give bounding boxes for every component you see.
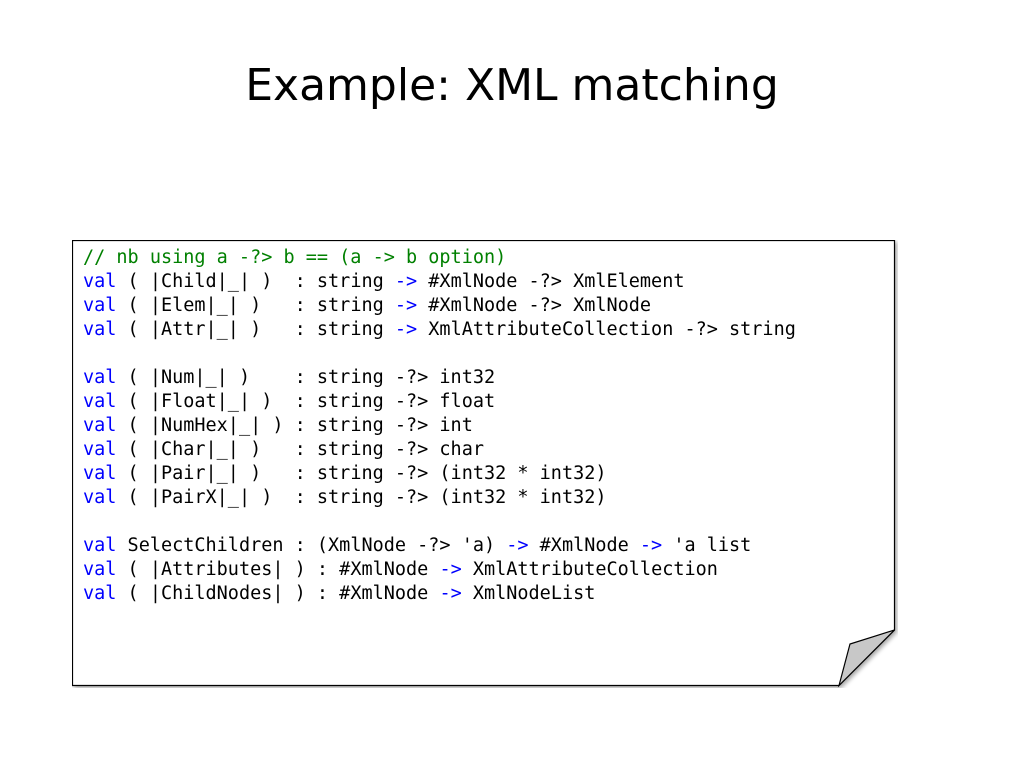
blank-line [83,510,796,534]
code-block: // nb using a -?> b == (a -> b option)va… [83,246,796,606]
code-line: val ( |NumHex|_| ) : string -?> int [83,414,796,438]
code-text: XmlAttributeCollection -?> string [417,319,796,340]
arrow: -> [439,583,462,604]
keyword: val [83,367,117,388]
code-line: val SelectChildren : (XmlNode -?> 'a) ->… [83,534,796,558]
code-text: XmlNodeList [461,583,596,604]
code-text: ( |PairX|_| ) : string -?> (int32 * int3… [116,487,607,508]
code-text: ( |NumHex|_| ) : string -?> int [116,415,473,436]
code-line: val ( |Child|_| ) : string -> #XmlNode -… [83,270,796,294]
code-line: val ( |Char|_| ) : string -?> char [83,438,796,462]
code-line: val ( |Attributes| ) : #XmlNode -> XmlAt… [83,558,796,582]
keyword: val [83,391,117,412]
code-text: XmlAttributeCollection [461,559,718,580]
code-text: ( |Attr|_| ) : string [116,319,395,340]
code-text: ( |Pair|_| ) : string -?> (int32 * int32… [116,463,607,484]
arrow: -> [506,535,529,556]
keyword: val [83,319,117,340]
code-text: ( |Num|_| ) : string -?> int32 [116,367,496,388]
code-text: #XmlNode [528,535,640,556]
code-text: SelectChildren : (XmlNode -?> 'a) [116,535,507,556]
code-note: // nb using a -?> b == (a -> b option)va… [72,240,898,688]
keyword: val [83,295,117,316]
arrow: -> [394,319,418,340]
code-text: ( |Child|_| ) : string [116,271,395,292]
blank-line [83,342,796,366]
code-text: ( |ChildNodes| ) : #XmlNode [116,583,440,604]
keyword: val [83,271,117,292]
keyword: val [83,463,117,484]
code-comment: // nb using a -?> b == (a -> b option) [83,247,507,268]
code-line: val ( |ChildNodes| ) : #XmlNode -> XmlNo… [83,582,796,606]
note-frame [72,240,896,688]
arrow: -> [439,559,462,580]
code-text: 'a list [662,535,752,556]
arrow: -> [394,295,418,316]
keyword: val [83,415,117,436]
code-text: ( |Attributes| ) : #XmlNode [116,559,440,580]
code-text: #XmlNode -?> XmlElement [417,271,685,292]
code-line: val ( |Num|_| ) : string -?> int32 [83,366,796,390]
keyword: val [83,535,117,556]
slide-title: Example: XML matching [245,60,779,111]
code-line: val ( |Float|_| ) : string -?> float [83,390,796,414]
code-line: val ( |Elem|_| ) : string -> #XmlNode -?… [83,294,796,318]
keyword: val [83,559,117,580]
code-text: ( |Float|_| ) : string -?> float [116,391,496,412]
arrow: -> [394,271,418,292]
keyword: val [83,439,117,460]
keyword: val [83,487,117,508]
code-text: ( |Elem|_| ) : string [116,295,395,316]
code-line: val ( |Pair|_| ) : string -?> (int32 * i… [83,462,796,486]
code-line: val ( |Attr|_| ) : string -> XmlAttribut… [83,318,796,342]
note-fold [837,629,895,688]
keyword: val [83,583,117,604]
code-text: ( |Char|_| ) : string -?> char [116,439,484,460]
code-line: val ( |PairX|_| ) : string -?> (int32 * … [83,486,796,510]
arrow: -> [639,535,663,556]
code-text: #XmlNode -?> XmlNode [417,295,652,316]
